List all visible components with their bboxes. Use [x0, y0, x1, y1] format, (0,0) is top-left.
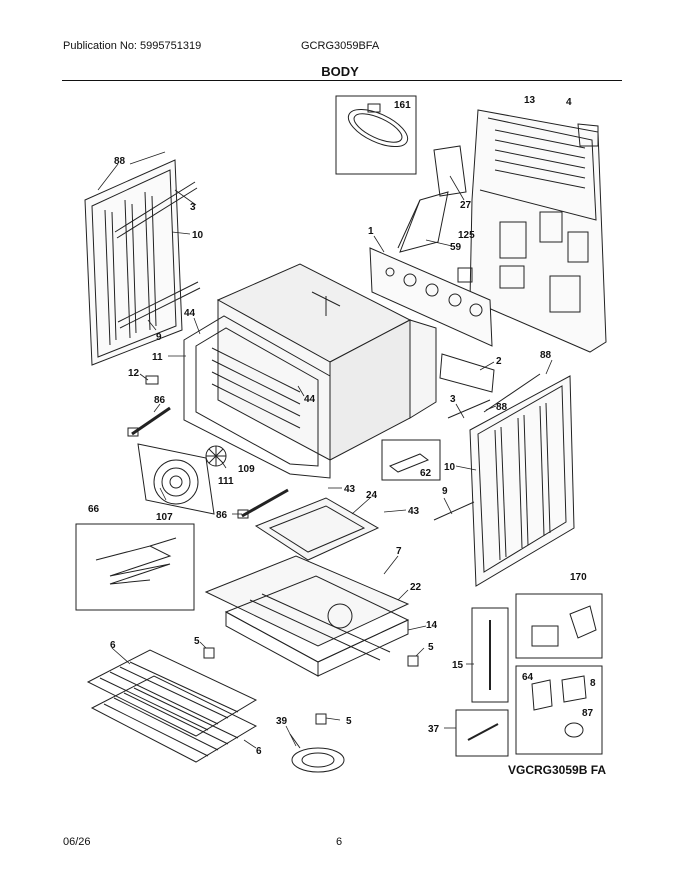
- callout-9-b: 9: [442, 486, 448, 497]
- callout-12: 12: [128, 368, 140, 379]
- callout-3-b: 3: [450, 394, 456, 405]
- callout-170: 170: [570, 572, 587, 583]
- callout-1: 1: [368, 226, 374, 237]
- callout-9: 9: [156, 332, 162, 343]
- callout-22: 22: [410, 582, 422, 593]
- callout-6-b: 6: [256, 746, 262, 757]
- callout-6: 6: [110, 640, 116, 651]
- callout-5: 5: [194, 636, 200, 647]
- section-title: BODY: [321, 64, 359, 79]
- callout-62: 62: [420, 468, 432, 479]
- callout-88-c: 88: [496, 402, 508, 413]
- part-24-pan: [254, 497, 380, 561]
- callout-107: 107: [156, 512, 173, 523]
- callout-161: 161: [394, 100, 411, 111]
- callout-8: 8: [590, 678, 596, 689]
- callout-44: 44: [184, 308, 196, 319]
- page-number: 6: [336, 836, 343, 848]
- feet: [203, 647, 419, 725]
- callout-88: 88: [114, 156, 126, 167]
- control-panel: [369, 247, 493, 347]
- callout-7: 7: [396, 546, 402, 557]
- callout-15: 15: [452, 660, 464, 671]
- bottom-frame: [204, 555, 410, 677]
- callout-43: 43: [344, 484, 356, 495]
- callout-86: 86: [154, 395, 166, 406]
- part-170-box: [515, 593, 603, 659]
- callout-64: 64: [522, 672, 534, 683]
- publication-number: Publication No: 5995751319: [63, 40, 202, 52]
- callout-43-b: 43: [408, 506, 420, 517]
- callout-86-b: 86: [216, 510, 228, 521]
- right-side-panel: [433, 353, 575, 587]
- callout-3: 3: [190, 202, 196, 213]
- callout-109: 109: [238, 464, 255, 475]
- callout-2: 2: [496, 356, 502, 367]
- part-86-lower: [237, 488, 289, 519]
- part-86-upper: [127, 406, 171, 437]
- callout-10: 10: [192, 230, 204, 241]
- callout-10-b: 10: [444, 462, 456, 473]
- callout-24: 24: [366, 490, 378, 501]
- part-64-8-87-box: [515, 665, 603, 755]
- callout-37: 37: [428, 724, 440, 735]
- part-125: [457, 267, 473, 283]
- callout-88-b: 88: [540, 350, 552, 361]
- left-side-panel: [84, 159, 201, 366]
- leader-lines: [97, 151, 553, 749]
- callout-125: 125: [458, 230, 475, 241]
- callout-14: 14: [426, 620, 438, 631]
- callout-59: 59: [450, 242, 462, 253]
- oven-front-frame: [183, 315, 331, 479]
- callout-11: 11: [152, 352, 163, 363]
- oven-cavity: [216, 263, 437, 461]
- part-4: [577, 123, 599, 147]
- footer-date: 06/26: [63, 836, 91, 848]
- callout-39: 39: [276, 716, 288, 727]
- part-39: [289, 733, 345, 773]
- part-15-box: [471, 607, 509, 703]
- part-161-box: [335, 95, 417, 175]
- model-number: GCRG3059BFA: [301, 40, 380, 52]
- callout-27: 27: [460, 200, 472, 211]
- callout-4: 4: [566, 97, 572, 108]
- part-37-box: [455, 709, 509, 757]
- callout-87: 87: [582, 708, 594, 719]
- part-62-box: [381, 439, 441, 481]
- callout-111: 111: [218, 476, 234, 487]
- callout-44-b: 44: [304, 394, 316, 405]
- callout-5-c: 5: [346, 716, 352, 727]
- part-12: [145, 375, 159, 385]
- callout-5-b: 5: [428, 642, 434, 653]
- oven-racks: [86, 649, 258, 763]
- parts-27-59: [397, 145, 467, 253]
- part-66-box: [75, 523, 195, 611]
- convection-fan: [137, 443, 227, 515]
- callout-13: 13: [524, 95, 536, 106]
- callout-66: 66: [88, 504, 100, 515]
- diagram-code: VGCRG3059B FA: [508, 763, 607, 777]
- header-rule: [62, 80, 622, 81]
- callouts: 161 13 4 88 3 10 27 125 59 1 44 9 11 12 …: [88, 95, 596, 757]
